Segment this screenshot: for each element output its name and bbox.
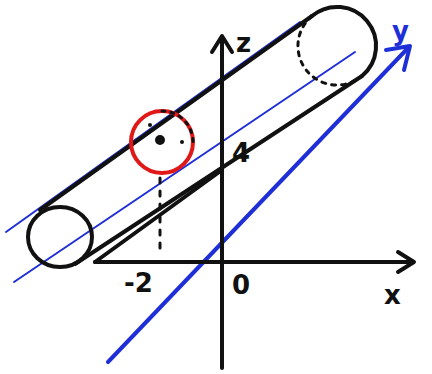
origin-label: 0: [232, 272, 250, 298]
tick-value: -2: [124, 270, 153, 296]
axis-label: z: [236, 30, 251, 56]
tick-value: 4: [232, 140, 250, 166]
axis-label: y: [392, 18, 409, 44]
axis-label: x: [384, 282, 401, 308]
